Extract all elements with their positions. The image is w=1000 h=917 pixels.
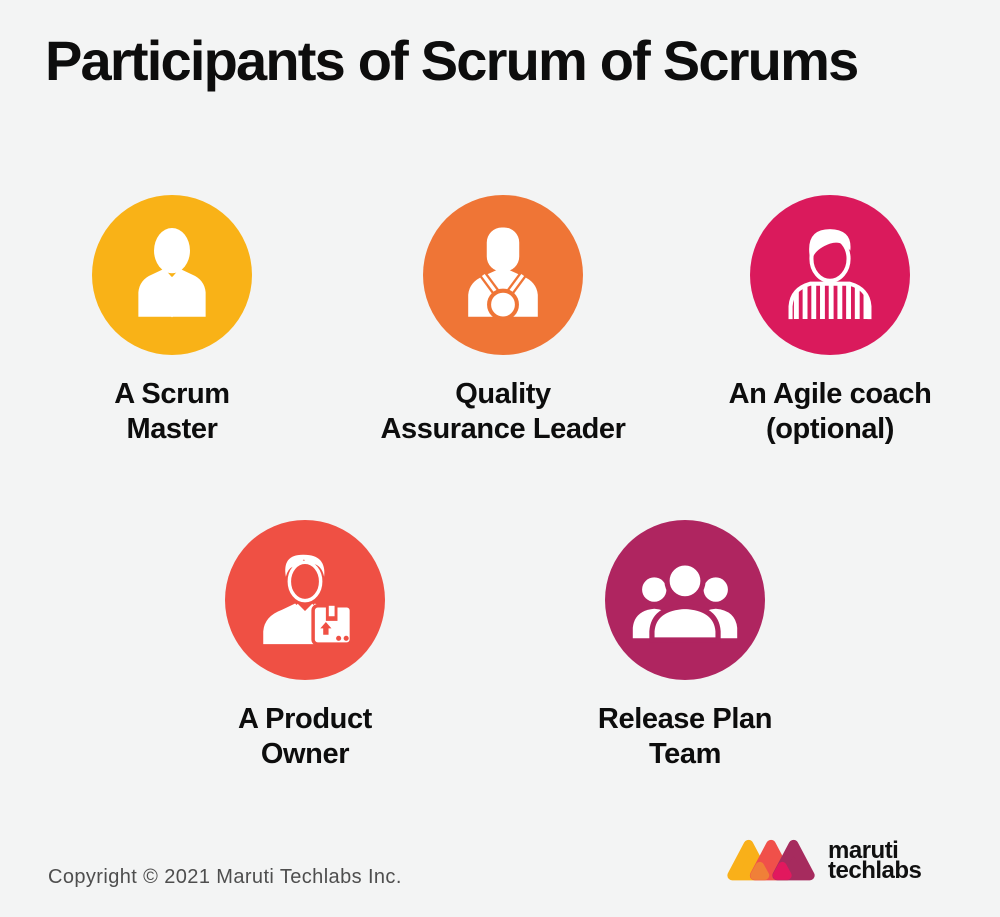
participant-label: A Scrum Master (114, 378, 230, 446)
people-group-icon (632, 560, 738, 643)
participant-label: Release Plan Team (597, 703, 773, 771)
release-plan-team-circle (605, 520, 765, 680)
participant-label: An Agile coach (optional) (728, 378, 932, 446)
participant-card-product-owner: A Product Owner (155, 520, 455, 773)
logo-triangle-overlap-right (772, 861, 792, 880)
copyright-text: Copyright © 2021 Maruti Techlabs Inc. (48, 866, 402, 888)
agile-coach-circle (750, 195, 910, 355)
businessman-tie-icon (138, 228, 206, 318)
participant-label: Quality Assurance Leader (380, 378, 626, 446)
person-medal-icon (468, 227, 538, 321)
referee-person-icon (788, 229, 872, 320)
qa-leader-circle (423, 195, 583, 355)
participant-card-scrum-master: A Scrum Master (22, 195, 322, 448)
participant-label: A Product Owner (238, 703, 372, 771)
logo-triangle-overlap-left (750, 861, 770, 880)
logo-wordmark-line2: techlabs (828, 857, 922, 884)
maruti-techlabs-logo: maruti techlabs (726, 836, 922, 886)
logo-triangles-icon (727, 839, 815, 881)
participant-card-qa-leader: Quality Assurance Leader (333, 195, 673, 448)
person-package-icon (263, 554, 354, 646)
participant-card-agile-coach: An Agile coach (optional) (666, 195, 994, 448)
logo-wordmark-line1: maruti (828, 837, 899, 864)
page-title: Participants of Scrum of Scrums (45, 29, 859, 92)
product-owner-circle (225, 520, 385, 680)
scrum-master-circle (92, 195, 252, 355)
participant-card-release-plan-team: Release Plan Team (525, 520, 845, 773)
logo-wordmark: maruti techlabs (828, 837, 922, 884)
